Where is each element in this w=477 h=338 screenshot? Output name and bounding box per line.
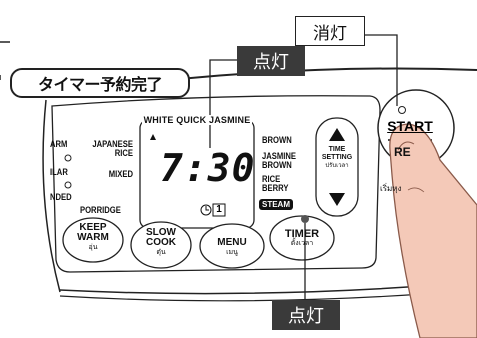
timer-label: TIMER	[284, 228, 320, 240]
menu-button[interactable]: MENU เมนู	[200, 238, 264, 258]
menu-label-japanese-rice: JAPANESE RICE	[92, 139, 133, 158]
clock-icon	[200, 204, 212, 216]
indicator-triangle	[150, 134, 156, 140]
time-setting-button[interactable]: TIME SETTING ปรับเวลา	[316, 146, 358, 170]
menu-label-jasmine-brown: JASMINE BROWN	[262, 151, 297, 170]
keep-warm-oval	[62, 217, 124, 263]
panel-frame	[51, 95, 381, 273]
time-setting-thai-label: ปรับเวลา	[325, 163, 349, 169]
display-timer-number: 1	[216, 204, 222, 215]
menu-label-steam: STEAM	[259, 199, 293, 210]
menu-label-rice-berry: RICE BERRY	[262, 174, 289, 193]
display-time: 7:30	[160, 146, 256, 190]
menu-label-warm-partial: ARM	[50, 139, 68, 149]
menu-label-nded-partial: NDED	[50, 192, 72, 202]
down-arrow-icon	[329, 193, 345, 206]
callout-light-on-top: 点灯	[237, 46, 305, 76]
keep-warm-label: KEEP WARM	[77, 222, 109, 243]
timer-lamp-dot	[301, 215, 309, 223]
start-lamp-dot	[398, 106, 406, 114]
timer-button[interactable]: TIMER ตั้งเวลา	[270, 229, 334, 249]
menu-label-porridge: PORRIDGE	[80, 205, 121, 215]
callout-light-off: 消灯	[295, 16, 365, 46]
menu-label: MENU	[217, 237, 247, 248]
slow-cook-button[interactable]: SLOW COOK ตุ๋น	[131, 228, 191, 258]
up-arrow-icon	[329, 128, 345, 141]
slow-cook-thai-label: ตุ๋น	[156, 249, 166, 256]
start-thai-label-partial: เริ่มหุง	[380, 184, 402, 193]
callout-light-on-bottom: 点灯	[272, 300, 340, 330]
display-header: WHITE QUICK JASMINE	[142, 115, 252, 125]
reset-label-partial: RE	[394, 145, 411, 159]
slow-cook-oval	[130, 221, 192, 269]
timer-thai-label: ตั้งเวลา	[290, 240, 314, 247]
finger-illustration	[389, 123, 477, 338]
timer-number-box	[212, 203, 226, 217]
menu-label-brown: BROWN	[262, 135, 292, 145]
menu-label-ular-partial: ILAR	[50, 167, 68, 177]
timer-oval	[269, 215, 335, 261]
time-setting-label: TIME SETTING	[321, 146, 353, 161]
timer-reservation-banner: タイマー予約完了	[10, 68, 190, 98]
menu-thai-label: เมนู	[226, 249, 238, 256]
slow-cook-label: SLOW COOK	[146, 227, 176, 248]
time-setting-oval	[315, 117, 359, 217]
keep-warm-button[interactable]: KEEP WARM อุ่น	[63, 223, 123, 253]
keep-warm-thai-label: อุ่น	[88, 244, 98, 251]
start-button[interactable]: START	[387, 118, 433, 134]
menu-label-mixed: MIXED	[108, 169, 133, 179]
menu-oval	[199, 223, 265, 269]
